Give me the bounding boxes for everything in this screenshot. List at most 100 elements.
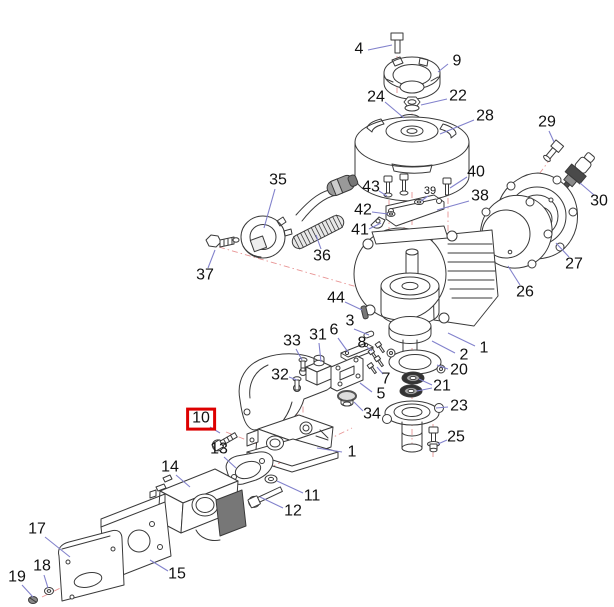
part-callout-42[interactable]: 42 bbox=[354, 201, 372, 219]
part-housing-23 bbox=[382, 400, 444, 453]
part-callout-36[interactable]: 36 bbox=[313, 247, 331, 265]
part-callout-43[interactable]: 43 bbox=[362, 178, 380, 196]
part-callout-4[interactable]: 4 bbox=[354, 40, 364, 58]
leader-line-4 bbox=[367, 44, 393, 51]
part-callout-34[interactable]: 34 bbox=[363, 405, 381, 423]
part-callout-41[interactable]: 41 bbox=[351, 221, 369, 239]
part-callout-35[interactable]: 35 bbox=[269, 171, 287, 189]
part-nut-22 bbox=[403, 96, 421, 112]
part-callout-3[interactable]: 3 bbox=[345, 312, 355, 330]
part-callout-29[interactable]: 29 bbox=[538, 113, 556, 131]
part-callout-7[interactable]: 7 bbox=[381, 370, 391, 388]
part-callout-38[interactable]: 38 bbox=[471, 187, 489, 205]
part-callout-21[interactable]: 21 bbox=[433, 377, 451, 395]
part-callout-40[interactable]: 40 bbox=[467, 163, 485, 181]
leader-line-25 bbox=[437, 439, 448, 445]
part-callout-23[interactable]: 23 bbox=[450, 397, 468, 415]
leader-line-8 bbox=[366, 346, 373, 352]
leader-line-23 bbox=[435, 406, 449, 409]
part-bolt-25 bbox=[427, 426, 440, 453]
leader-line-14 bbox=[175, 474, 191, 488]
part-callout-10-highlighted[interactable]: 10 bbox=[186, 407, 216, 431]
leader-line-27 bbox=[555, 242, 570, 258]
leader-line-38 bbox=[436, 200, 470, 211]
part-bolt-10 bbox=[211, 432, 238, 452]
part-bearings-21 bbox=[399, 371, 425, 398]
leader-line-37 bbox=[207, 249, 216, 269]
leader-line-24 bbox=[384, 101, 405, 119]
part-callout-25[interactable]: 25 bbox=[447, 428, 465, 446]
part-callout-32[interactable]: 32 bbox=[271, 366, 289, 384]
part-callout-1[interactable]: 1 bbox=[479, 339, 489, 357]
leader-line-34 bbox=[353, 401, 364, 412]
leader-line-29 bbox=[548, 130, 555, 143]
leader-line-18 bbox=[43, 574, 49, 589]
part-callout-8[interactable]: 8 bbox=[357, 334, 367, 352]
part-woodruff-key-44 bbox=[360, 305, 369, 320]
part-callout-28[interactable]: 28 bbox=[476, 107, 494, 125]
part-callout-2[interactable]: 2 bbox=[459, 346, 469, 364]
leader-line-33 bbox=[295, 348, 303, 361]
part-callout-19[interactable]: 19 bbox=[8, 568, 26, 586]
leader-line-9 bbox=[437, 63, 449, 73]
part-screw-43 bbox=[383, 175, 393, 198]
part-callout-5[interactable]: 5 bbox=[376, 385, 386, 403]
leader-line-11 bbox=[276, 480, 304, 494]
part-callout-17[interactable]: 17 bbox=[28, 520, 46, 538]
leader-line-43 bbox=[378, 190, 388, 197]
leader-line-42 bbox=[371, 211, 389, 215]
leader-line-26 bbox=[507, 265, 521, 286]
part-washer-11 bbox=[264, 474, 278, 484]
part-callout-39[interactable]: 39 bbox=[423, 185, 437, 198]
part-muffler-17 bbox=[58, 529, 125, 602]
part-callout-12[interactable]: 12 bbox=[284, 502, 302, 520]
leader-line-2 bbox=[431, 340, 456, 354]
part-callout-31[interactable]: 31 bbox=[309, 326, 327, 344]
part-callout-24[interactable]: 24 bbox=[367, 88, 385, 106]
part-callout-9[interactable]: 9 bbox=[452, 52, 462, 70]
leader-line-22 bbox=[420, 98, 448, 106]
part-bolts-7 bbox=[366, 355, 384, 375]
part-callout-1[interactable]: 1 bbox=[347, 443, 357, 461]
leader-line-30 bbox=[579, 182, 595, 196]
part-callout-30[interactable]: 30 bbox=[590, 192, 608, 210]
part-callout-20[interactable]: 20 bbox=[450, 361, 468, 379]
part-starter-grip-35 bbox=[240, 174, 359, 259]
part-callout-27[interactable]: 27 bbox=[565, 255, 583, 273]
part-bracket-14 bbox=[149, 468, 247, 541]
part-callout-11[interactable]: 11 bbox=[303, 487, 321, 505]
part-callout-37[interactable]: 37 bbox=[196, 266, 214, 284]
part-callout-6[interactable]: 6 bbox=[329, 321, 339, 339]
leader-line-17 bbox=[44, 536, 71, 558]
part-callout-33[interactable]: 33 bbox=[283, 332, 301, 350]
part-screw-center bbox=[399, 173, 409, 196]
leader-line-31 bbox=[318, 342, 322, 363]
part-gasket-20 bbox=[386, 348, 446, 375]
part-callout-13[interactable]: 13 bbox=[210, 440, 228, 458]
part-callout-22[interactable]: 22 bbox=[449, 87, 467, 105]
leader-line-15 bbox=[149, 559, 169, 572]
part-gasket-26 bbox=[479, 194, 553, 269]
part-washer-18 bbox=[44, 587, 54, 595]
leader-line-1 bbox=[316, 447, 343, 453]
part-clamp-41 bbox=[370, 216, 386, 229]
part-callout-15[interactable]: 15 bbox=[168, 565, 186, 583]
leader-line-36 bbox=[315, 234, 322, 250]
part-callout-44[interactable]: 44 bbox=[327, 289, 345, 307]
part-crankshaft-2 bbox=[380, 248, 440, 356]
leader-line-41 bbox=[368, 222, 382, 230]
leader-line-28 bbox=[439, 119, 475, 135]
part-bolt-29 bbox=[543, 139, 565, 162]
leader-line-6 bbox=[337, 337, 349, 353]
leader-line-19 bbox=[21, 584, 34, 598]
part-flywheel-28 bbox=[354, 116, 470, 202]
part-screw-40 bbox=[442, 177, 452, 196]
leader-line-3 bbox=[353, 328, 370, 336]
part-callout-18[interactable]: 18 bbox=[33, 557, 51, 575]
part-starter-pulley-9 bbox=[383, 56, 441, 100]
leader-line-7 bbox=[376, 366, 384, 375]
part-callout-26[interactable]: 26 bbox=[516, 283, 534, 301]
part-callout-14[interactable]: 14 bbox=[161, 458, 179, 476]
leader-line-20 bbox=[436, 364, 449, 370]
